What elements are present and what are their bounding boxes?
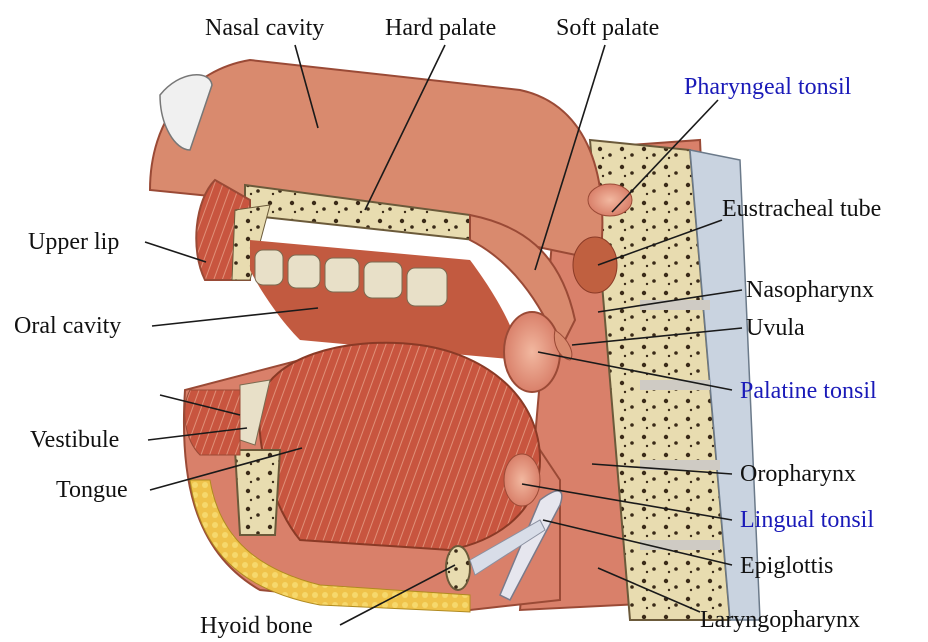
label-soft-palate: Soft palate — [556, 14, 659, 42]
label-oropharynx: Oropharynx — [740, 460, 856, 488]
lingual-tonsil-shape — [504, 454, 540, 506]
label-tongue: Tongue — [56, 476, 128, 504]
label-vestibule: Vestibule — [30, 426, 119, 454]
label-lingual-tonsil: Lingual tonsil — [740, 506, 874, 534]
label-oral-cavity: Oral cavity — [14, 312, 121, 340]
label-hard-palate: Hard palate — [385, 14, 496, 42]
label-laryngopharynx: Laryngopharynx — [700, 606, 860, 634]
pharyngeal-tonsil-shape — [588, 184, 632, 216]
label-pharyngeal-tonsil: Pharyngeal tonsil — [684, 73, 851, 101]
label-eustracheal-tube: Eustracheal tube — [722, 195, 881, 223]
label-hyoid-bone: Hyoid bone — [200, 612, 313, 640]
mandible — [235, 450, 280, 535]
label-palatine-tonsil: Palatine tonsil — [740, 377, 877, 405]
label-uvula: Uvula — [746, 314, 805, 342]
label-nasal-cavity: Nasal cavity — [205, 14, 324, 42]
label-upper-lip: Upper lip — [28, 228, 119, 256]
label-epiglottis: Epiglottis — [740, 552, 833, 580]
label-nasopharynx: Nasopharynx — [746, 276, 874, 304]
tongue-shape — [259, 343, 540, 550]
palatine-tonsil-shape — [504, 312, 560, 392]
